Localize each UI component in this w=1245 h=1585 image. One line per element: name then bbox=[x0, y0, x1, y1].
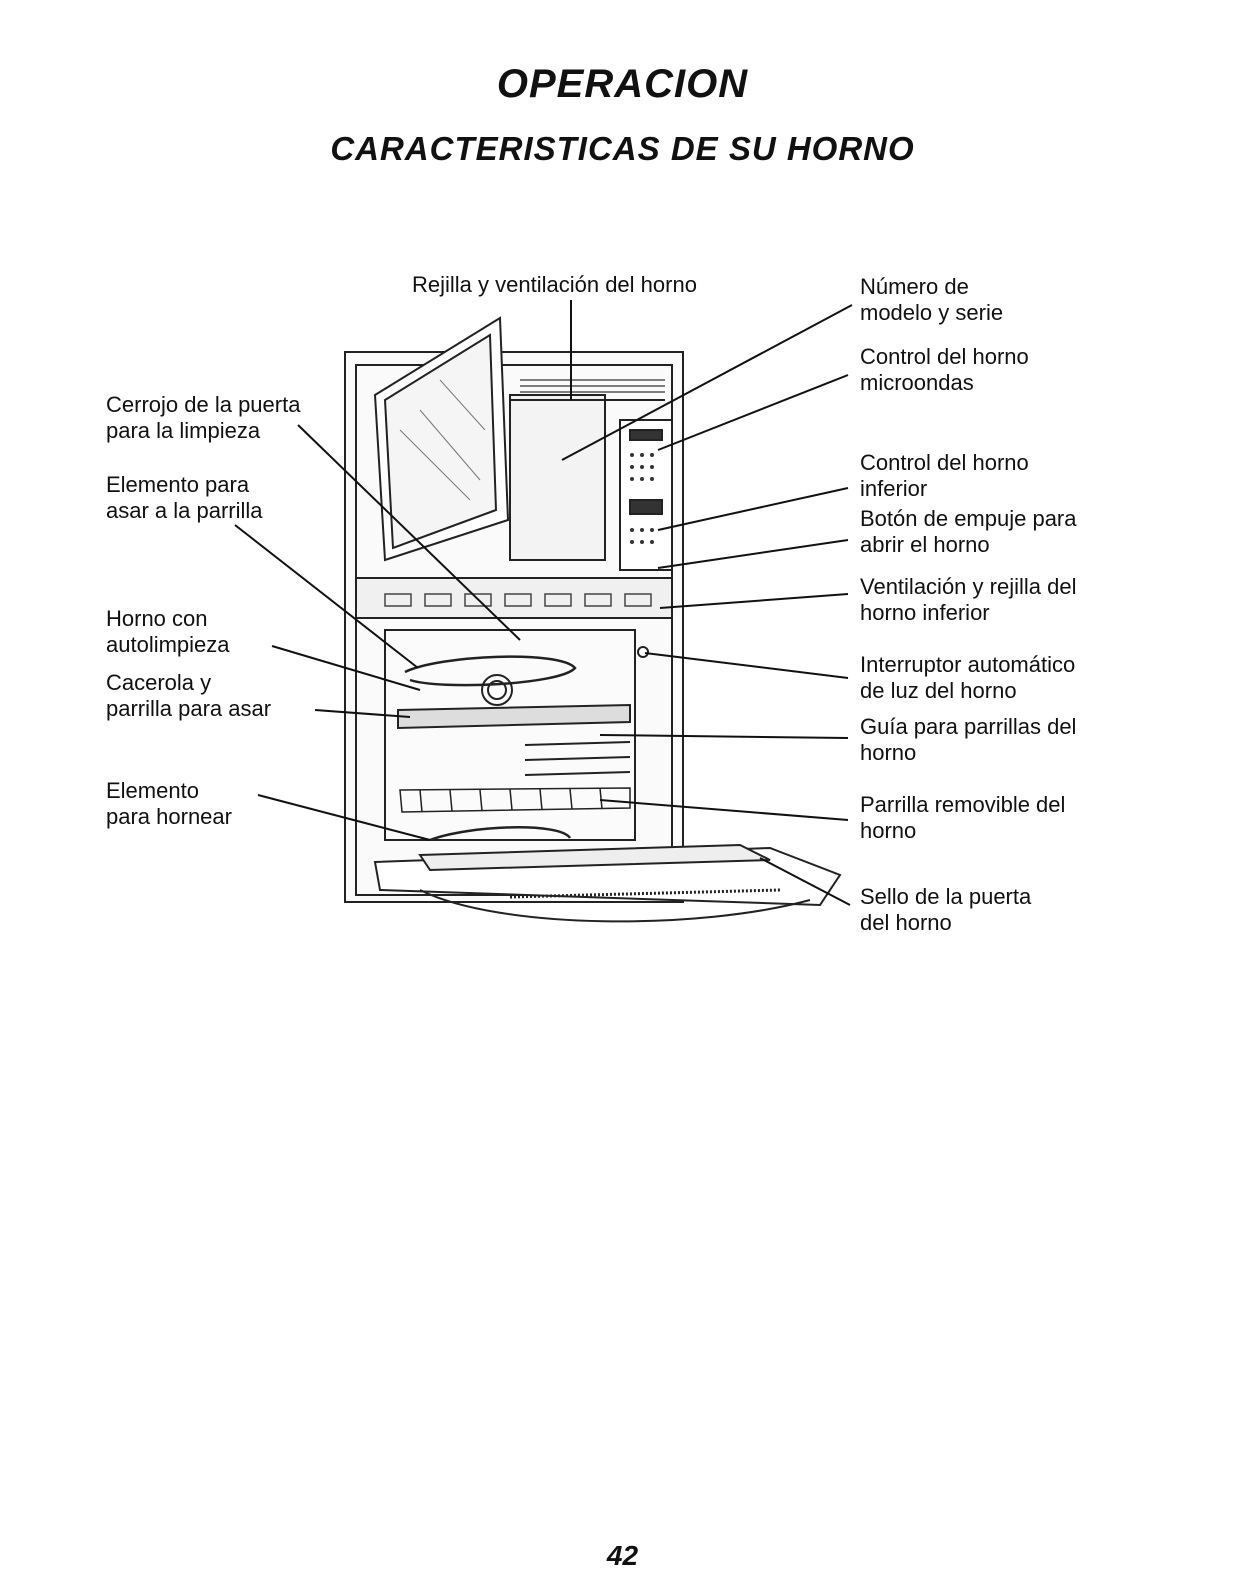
oven-illustration bbox=[344, 316, 842, 923]
label-light-switch: Interruptor automático de luz del horno bbox=[860, 652, 1076, 703]
page-title: OPERACION bbox=[496, 62, 749, 106]
page-number: 42 bbox=[606, 1540, 639, 1571]
label-broil-pan: Cacerola y parrilla para asar bbox=[106, 670, 272, 721]
microwave-cavity bbox=[509, 394, 606, 561]
removable-rack bbox=[399, 787, 631, 813]
label-self-clean-oven: Horno con autolimpieza bbox=[106, 606, 230, 657]
label-lower-vent: Ventilación y rejilla del horno inferior bbox=[860, 574, 1077, 625]
label-micro-control: Control del horno microondas bbox=[860, 344, 1029, 395]
label-rack-guide: Guía para parrillas del horno bbox=[860, 714, 1077, 765]
rack-guides bbox=[524, 741, 631, 776]
leader-lines bbox=[234, 300, 853, 906]
label-push-button: Botón de empuje para abrir el horno bbox=[860, 506, 1077, 557]
lower-vent-slots bbox=[384, 593, 652, 607]
page-subtitle: CARACTERISTICAS DE SU HORNO bbox=[330, 130, 915, 167]
label-door-seal: Sello de la puerta del horno bbox=[860, 884, 1032, 935]
control-panel bbox=[619, 419, 673, 571]
label-vent-top: Rejilla y ventilación del horno bbox=[412, 272, 697, 297]
label-model-serial: Número de modelo y serie bbox=[860, 274, 1004, 325]
label-door-latch: Cerrojo de la puerta para la limpieza bbox=[106, 392, 301, 443]
bake-element bbox=[429, 826, 572, 842]
label-broil-element: Elemento para asar a la parrilla bbox=[106, 472, 263, 523]
light-switch bbox=[637, 646, 649, 658]
lower-vent-band bbox=[355, 577, 673, 619]
label-lower-control: Control del horno inferior bbox=[860, 450, 1029, 501]
label-removable-rack: Parrilla removible del horno bbox=[860, 792, 1066, 843]
upper-vent-grille bbox=[520, 379, 665, 393]
label-bake-element: Elemento para hornear bbox=[106, 778, 232, 829]
broil-element bbox=[404, 655, 577, 687]
broil-pan bbox=[397, 703, 631, 730]
